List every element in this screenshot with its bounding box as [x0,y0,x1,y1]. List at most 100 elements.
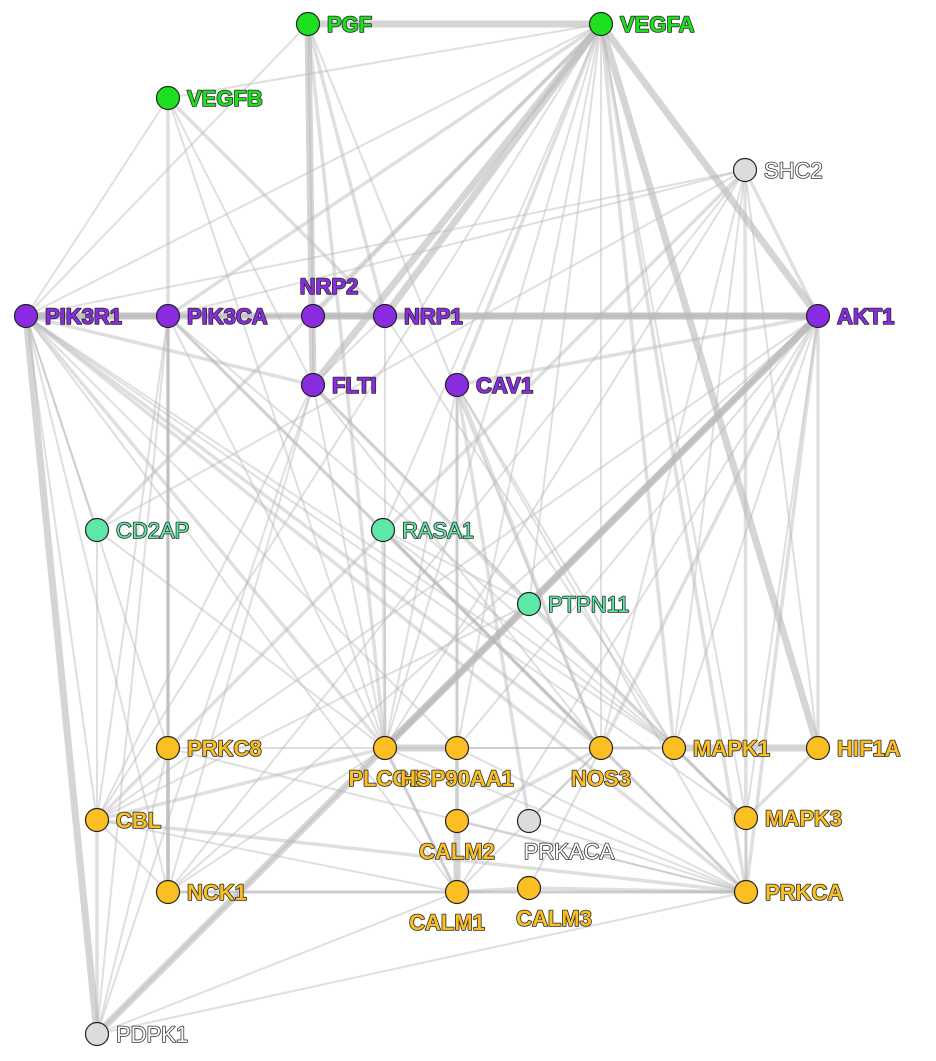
edge-vegfb-plcg1 [167,97,386,749]
edge-vegfb-pik3r1 [25,97,169,317]
edge-flti-cbl [96,384,314,821]
node-label-calm3: CALM3 [516,906,592,931]
node-label-mapk1: MAPK1 [693,736,770,761]
edge-shc2-hif1a [744,169,819,749]
node-circle-pgf[interactable] [295,11,321,37]
node-calm2[interactable]: CALM2 [418,808,496,865]
node-calm1[interactable]: CALM1 [408,879,486,936]
edge-plcg1-prkca [384,747,747,893]
edge-vegfa-flti [309,20,605,389]
node-ptpn11[interactable]: PTPN11 [516,591,630,618]
node-shc2[interactable]: SHC2 [732,157,823,184]
node-circle-akt1[interactable] [805,303,831,329]
node-circle-calm1[interactable] [444,879,470,905]
node-circle-rasa1[interactable] [370,517,396,543]
edge-mapk3-hif1a [744,746,820,820]
edge-layer [22,20,822,1038]
edge-shc2-cd2ap [96,169,746,531]
node-prkc8[interactable]: PRKC8 [155,735,262,762]
edge-vegfa-mapk3 [600,23,747,819]
node-circle-mapk1[interactable] [661,735,687,761]
edge-pik3r1-prkca [24,314,748,894]
edge-flti-ptpn11 [311,383,531,606]
edge-pik3r1-mapk3 [25,315,747,819]
edge-nrp1-mapk1 [384,315,675,749]
edge-pik3r1-plcg1 [24,314,387,750]
node-circle-cd2ap[interactable] [84,517,110,543]
node-label-nrp1: NRP1 [404,304,463,329]
node-hsp90aa1[interactable]: HSP90AA1 [399,735,515,792]
node-circle-nos3[interactable] [588,735,614,761]
edge-pik3r1-cbl [25,315,98,821]
node-pik3r1[interactable]: PIK3R1 [13,303,123,330]
edge-vegfb-nrp1 [166,96,387,318]
node-pdpk1[interactable]: PDPK1 [84,1021,189,1048]
node-prkaca[interactable]: PRKACA [516,808,615,865]
edge-plcg1-cbl [95,746,387,822]
edge-vegfa-hsp90aa1 [456,23,602,749]
edge-akt1-prkca [744,314,820,894]
node-vegfa[interactable]: VEGFA [588,11,695,38]
node-cbl[interactable]: CBL [84,807,162,834]
node-pik3ca[interactable]: PIK3CA [155,303,269,330]
edge-plcg1-nck1 [167,747,386,893]
node-circle-vegfb[interactable] [155,85,181,111]
node-plcg1[interactable]: PLCG1 [348,735,422,792]
node-circle-hsp90aa1[interactable] [444,735,470,761]
node-circle-pik3ca[interactable] [155,303,181,329]
node-circle-vegfa[interactable] [588,11,614,37]
edge-vegfa-rasa1 [382,23,602,531]
node-cd2ap[interactable]: CD2AP [84,517,190,544]
node-flti[interactable]: FLTI [300,372,378,399]
node-circle-plcg1[interactable] [372,735,398,761]
node-label-pik3ca: PIK3CA [187,304,268,329]
node-circle-nrp1[interactable] [372,303,398,329]
node-circle-shc2[interactable] [732,157,758,183]
node-label-pik3r1: PIK3R1 [45,304,122,329]
node-circle-flti[interactable] [300,372,326,398]
node-circle-nck1[interactable] [155,879,181,905]
node-circle-pdpk1[interactable] [84,1021,110,1047]
node-circle-prkca[interactable] [733,879,759,905]
node-rasa1[interactable]: RASA1 [370,517,475,544]
node-akt1[interactable]: AKT1 [805,303,895,330]
node-mapk1[interactable]: MAPK1 [661,735,771,762]
node-circle-pik3r1[interactable] [13,303,39,329]
node-label-nck1: NCK1 [187,880,247,905]
edge-hsp90aa1-prkca [456,747,747,893]
node-circle-hif1a[interactable] [805,735,831,761]
edge-shc2-nck1 [167,169,746,893]
edge-pik3r1-mapk1 [25,315,675,749]
node-circle-nrp2[interactable] [300,303,326,329]
node-mapk3[interactable]: MAPK3 [733,805,843,832]
node-hif1a[interactable]: HIF1A [805,735,901,762]
node-nck1[interactable]: NCK1 [155,879,248,906]
node-circle-cav1[interactable] [444,372,470,398]
node-label-calm2: CALM2 [419,839,495,864]
node-prkca[interactable]: PRKCA [733,879,844,906]
edge-nos3-calm2 [455,746,603,823]
node-nos3[interactable]: NOS3 [570,735,632,792]
node-circle-prkc8[interactable] [155,735,181,761]
node-vegfb[interactable]: VEGFB [155,85,264,112]
node-circle-calm3[interactable] [516,875,542,901]
node-label-cd2ap: CD2AP [116,518,189,543]
edge-akt1-ptpn11 [528,315,819,605]
edge-mapk1-mapk3 [673,747,747,819]
node-label-prkc8: PRKC8 [187,736,262,761]
edge-shc2-cbl [95,168,747,822]
node-circle-mapk3[interactable] [733,805,759,831]
node-nrp2[interactable]: NRP2 [299,273,359,329]
node-calm3[interactable]: CALM3 [515,875,593,932]
node-pgf[interactable]: PGF [295,11,373,38]
edge-rasa1-plcg1 [381,528,387,750]
edge-pik3r1-nos3 [24,314,603,750]
node-nrp1[interactable]: NRP1 [372,303,463,330]
node-circle-cbl[interactable] [84,807,110,833]
node-circle-prkaca[interactable] [516,808,542,834]
edge-rasa1-prkca [381,528,748,894]
node-circle-ptpn11[interactable] [516,591,542,617]
node-cav1[interactable]: CAV1 [444,372,534,399]
node-circle-calm2[interactable] [444,808,470,834]
